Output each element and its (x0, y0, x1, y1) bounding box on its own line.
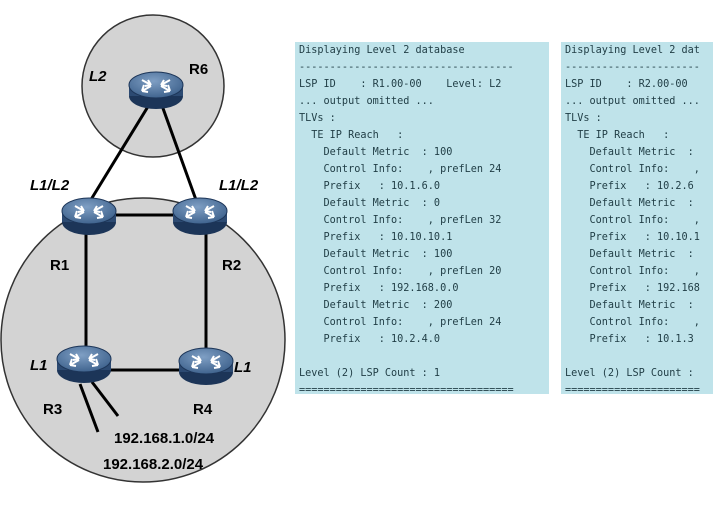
router-r2 (172, 197, 228, 235)
prefix-label: 192.168.1.0/24 (114, 430, 215, 447)
level1-area-circle (0, 197, 286, 483)
cli-output-line: TE IP Reach : (299, 130, 404, 141)
cli-output-line: LSP ID : R2.00-00 (565, 79, 688, 90)
router-r6 (128, 71, 184, 109)
prefix-label: 192.168.2.0/24 (103, 456, 204, 473)
cli-output-line: Level (2) LSP Count : (565, 368, 694, 379)
cli-output-line: TLVs : (565, 113, 602, 124)
cli-output-line: Default Metric : 100 (299, 147, 453, 158)
link-r3-prefix-2 (78, 383, 100, 433)
router-r4-level-label: L1 (234, 359, 252, 376)
network-topology-diagram: L2 R6 L1/L2 R1 L1/L2 R2 L1 R3 L1 R4 192.… (0, 14, 286, 483)
lsp-database-panel-r1: Displaying Level 2 database -------------… (295, 42, 549, 394)
router-r2-level-label: L1/L2 (219, 177, 259, 194)
router-r4 (178, 347, 234, 385)
cli-output-line: Displaying Level 2 dat (565, 45, 700, 56)
cli-output-line: LSP ID : R1.00-00 Level: L2 (299, 79, 502, 90)
router-r1-name-label: R1 (50, 257, 69, 274)
cli-output-line: Default Metric : 0 (299, 198, 441, 209)
router-r3 (56, 345, 112, 383)
cli-output-line: TE IP Reach : (565, 130, 670, 141)
cli-output-line: Control Info: , (565, 266, 700, 277)
cli-output-line: ----------------------------------- (299, 62, 514, 73)
cli-output-line: Prefix : 192.168 (565, 283, 700, 294)
router-r6-level-label: L2 (89, 68, 107, 85)
link-r6-r1 (82, 99, 154, 212)
cli-output-line: Prefix : 10.1.6.0 (299, 181, 441, 192)
cli-output-line: Displaying Level 2 database (299, 45, 465, 56)
cli-output-line: Default Metric : (565, 198, 694, 209)
cli-output-line: Default Metric : (565, 147, 694, 158)
cli-output-line: ====================== (565, 385, 700, 394)
cli-output-line: Control Info: , (565, 317, 700, 328)
cli-output-line: Prefix : 10.1.3 (565, 334, 694, 345)
link-r3-prefix-1 (90, 381, 120, 417)
cli-output-line: ... output omitted ... (299, 96, 434, 107)
cli-output-line: Prefix : 192.168.0.0 (299, 283, 459, 294)
router-r3-name-label: R3 (43, 401, 62, 418)
router-r3-level-label: L1 (30, 357, 48, 374)
lsp-database-panel-r2: Displaying Level 2 dat ------------------… (561, 42, 713, 394)
cli-output-line: ---------------------- (565, 62, 700, 73)
cli-output-line: ... output omitted ... (565, 96, 700, 107)
cli-output-line: Default Metric : (565, 249, 694, 260)
cli-output-line: Control Info: , prefLen 20 (299, 266, 502, 277)
cli-output-line: Default Metric : (565, 300, 694, 311)
router-r1-level-label: L1/L2 (30, 177, 70, 194)
link-r6-r2 (158, 99, 202, 212)
cli-output-line: Level (2) LSP Count : 1 (299, 368, 441, 379)
router-arrows-icon (69, 353, 99, 367)
cli-output-line: Control Info: , (565, 164, 700, 175)
cli-output-line: Control Info: , (565, 215, 700, 226)
cli-output-line: Control Info: , prefLen 32 (299, 215, 502, 226)
router-r4-name-label: R4 (193, 401, 213, 418)
cli-output-line: Default Metric : 100 (299, 249, 453, 260)
cli-output-line: Prefix : 10.10.1 (565, 232, 700, 243)
cli-output-line: Control Info: , prefLen 24 (299, 317, 502, 328)
cli-output-line: Prefix : 10.2.6 (565, 181, 694, 192)
router-arrows-icon (185, 205, 215, 219)
cli-output-line: Prefix : 10.10.10.1 (299, 232, 453, 243)
router-arrows-icon (74, 205, 104, 219)
cli-output-line: Prefix : 10.2.4.0 (299, 334, 441, 345)
router-arrows-icon (191, 355, 221, 369)
router-r2-name-label: R2 (222, 257, 241, 274)
cli-output-line: TLVs : (299, 113, 336, 124)
router-r6-name-label: R6 (189, 61, 208, 78)
router-r1 (61, 197, 117, 235)
cli-output-line: =================================== (299, 385, 514, 394)
cli-output-line: Default Metric : 200 (299, 300, 453, 311)
router-arrows-icon (141, 79, 171, 93)
cli-output-line: Control Info: , prefLen 24 (299, 164, 502, 175)
